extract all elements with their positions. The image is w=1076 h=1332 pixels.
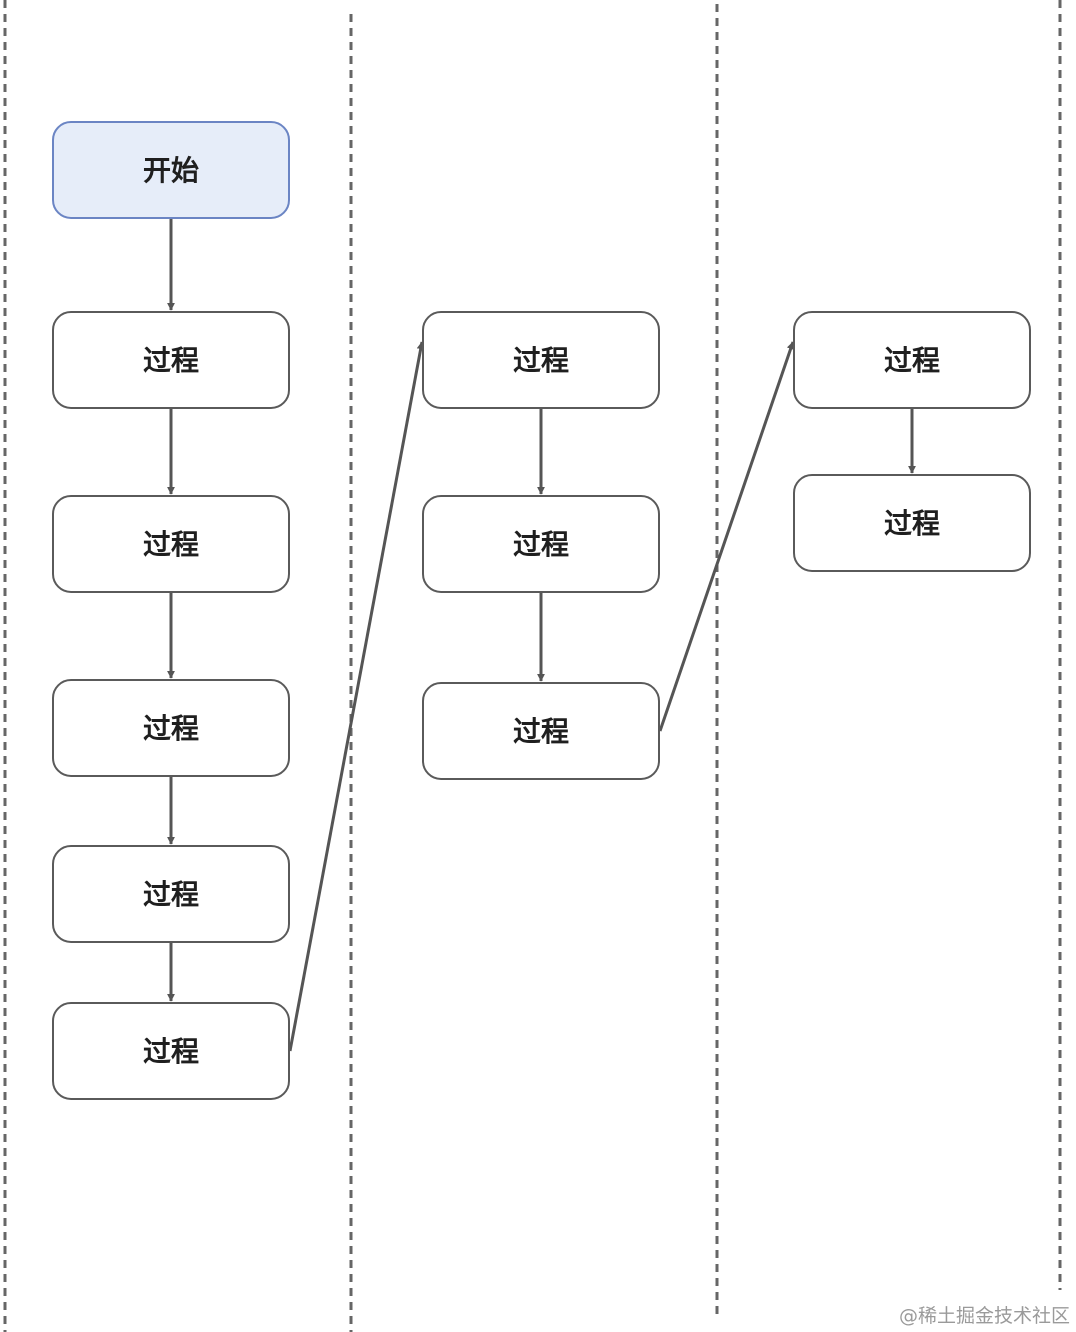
node-label: 过程 <box>143 344 199 377</box>
node-label: 过程 <box>513 344 569 377</box>
lane-dividers <box>3 0 1062 1332</box>
node-box <box>52 495 290 593</box>
edges-layer <box>167 219 916 1052</box>
node-label: 过程 <box>884 344 940 377</box>
node-label: 过程 <box>884 507 940 540</box>
node-box <box>422 682 660 780</box>
node-box <box>52 311 290 409</box>
node-box <box>52 1002 290 1100</box>
node-label: 过程 <box>143 528 199 561</box>
node-label: 过程 <box>143 878 199 911</box>
process-node: 过程 <box>52 495 290 593</box>
watermark: @稀土掘金技术社区 <box>898 1305 1070 1327</box>
node-box <box>422 311 660 409</box>
process-node: 过程 <box>422 311 660 409</box>
node-box <box>52 845 290 943</box>
node-label: 过程 <box>513 715 569 748</box>
node-label: 过程 <box>143 1035 199 1068</box>
node-box <box>793 311 1031 409</box>
node-label: 过程 <box>513 528 569 561</box>
process-node: 过程 <box>52 845 290 943</box>
node-box <box>52 121 290 219</box>
node-label: 开始 <box>143 154 199 187</box>
node-label: 过程 <box>143 712 199 745</box>
node-box <box>52 679 290 777</box>
process-node: 过程 <box>422 682 660 780</box>
flow-arrow <box>658 341 795 732</box>
process-node: 过程 <box>793 311 1031 409</box>
process-node: 过程 <box>793 474 1031 572</box>
process-node: 过程 <box>52 679 290 777</box>
start-node: 开始 <box>52 121 290 219</box>
node-box <box>422 495 660 593</box>
process-node: 过程 <box>52 311 290 409</box>
node-box <box>793 474 1031 572</box>
process-node: 过程 <box>52 1002 290 1100</box>
flow-arrow <box>288 341 425 1052</box>
process-node: 过程 <box>422 495 660 593</box>
